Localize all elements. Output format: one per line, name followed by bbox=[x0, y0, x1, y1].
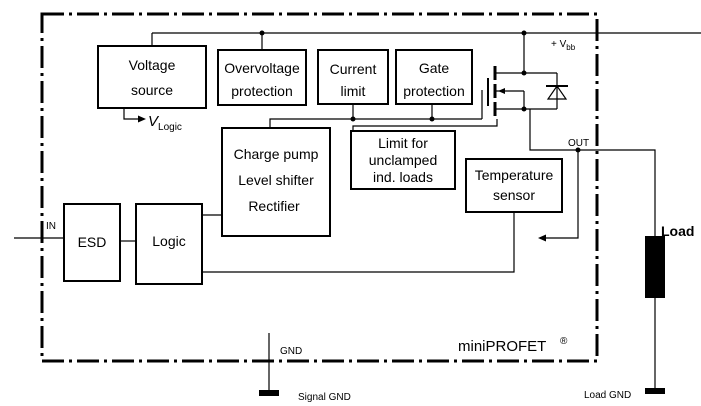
load-gnd-label: Load GND bbox=[584, 390, 631, 401]
limit-unclamped-label-3: ind. loads bbox=[373, 169, 433, 185]
vbb-label: + Vbb bbox=[551, 39, 576, 52]
rectifier-label: Rectifier bbox=[248, 198, 300, 214]
load-label: Load bbox=[661, 223, 694, 239]
temperature-label-1: Temperature bbox=[475, 167, 554, 183]
vlogic-arrow-line bbox=[123, 108, 141, 120]
voltage-source-label-2: source bbox=[131, 82, 173, 98]
gnd-label: GND bbox=[280, 346, 302, 357]
package-outline bbox=[40, 12, 599, 363]
overvoltage-label-1: Overvoltage bbox=[224, 60, 300, 76]
out-to-load-wire bbox=[529, 109, 656, 236]
temperature-sensor-block: Temperature sensor bbox=[465, 158, 563, 213]
gate-protection-block: Gate protection bbox=[395, 49, 473, 105]
esd-label: ESD bbox=[78, 234, 107, 250]
vlogic-label: VLogic bbox=[148, 113, 182, 133]
source-sense-wire bbox=[352, 119, 498, 131]
gate-drive-wire bbox=[269, 118, 482, 128]
voltage-source-label-1: Voltage bbox=[129, 57, 176, 73]
brand-label: miniPROFET bbox=[458, 338, 546, 355]
charge-pump-block: Charge pump Level shifter Rectifier bbox=[221, 127, 331, 237]
logic-label: Logic bbox=[152, 233, 185, 249]
vlogic-arrow-head bbox=[138, 115, 146, 123]
out-feedback-wire bbox=[544, 150, 579, 239]
temperature-label-2: sensor bbox=[493, 187, 535, 203]
gate-protection-label-2: protection bbox=[403, 83, 464, 99]
overvoltage-protection-block: Overvoltage protection bbox=[217, 49, 307, 106]
charge-pump-label: Charge pump bbox=[234, 146, 319, 162]
limit-unclamped-label-2: unclamped bbox=[369, 152, 438, 168]
logic-block: Logic bbox=[135, 203, 203, 285]
in-label: IN bbox=[46, 221, 56, 232]
registered-mark: ® bbox=[560, 336, 568, 347]
junction-dot bbox=[429, 116, 435, 122]
junction-dot bbox=[350, 116, 356, 122]
temp-feedback-wire bbox=[202, 212, 515, 273]
current-limit-label-2: limit bbox=[341, 83, 366, 99]
gate-protection-label-1: Gate bbox=[419, 60, 450, 76]
current-limit-label-1: Current bbox=[330, 61, 377, 77]
current-limit-block: Current limit bbox=[317, 49, 389, 105]
level-shifter-label: Level shifter bbox=[238, 172, 314, 188]
junction-dot bbox=[521, 106, 527, 112]
body-diode-triangle bbox=[546, 84, 568, 100]
overvoltage-label-2: protection bbox=[231, 83, 292, 99]
voltage-source-block: Voltage source bbox=[97, 45, 207, 109]
junction-dot bbox=[521, 70, 527, 76]
mosfet-body-arrow bbox=[498, 88, 505, 94]
out-label: OUT bbox=[568, 138, 589, 149]
signal-gnd-label: Signal GND bbox=[298, 392, 351, 403]
limit-unclamped-label-1: Limit for bbox=[378, 135, 428, 151]
junction-dot bbox=[259, 30, 265, 36]
feedback-arrow-head bbox=[538, 234, 546, 242]
junction-dot bbox=[521, 30, 527, 36]
esd-block: ESD bbox=[63, 203, 121, 282]
limit-unclamped-block: Limit for unclamped ind. loads bbox=[350, 130, 456, 190]
load-resistor bbox=[645, 236, 665, 298]
